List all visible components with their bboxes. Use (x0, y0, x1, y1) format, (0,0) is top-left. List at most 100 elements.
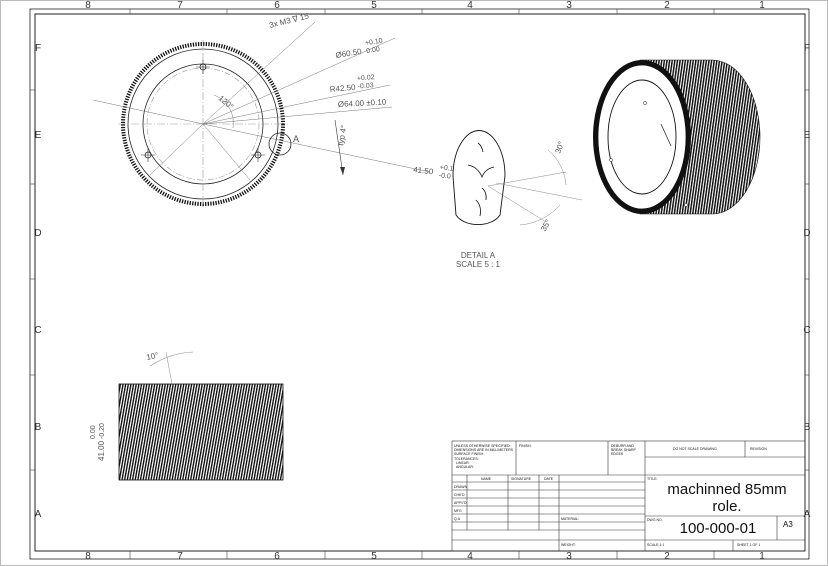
zone-col-4: 4 (467, 0, 473, 11)
row-mfg: MFG (454, 509, 462, 513)
detail-a-label: A (293, 134, 299, 144)
zone-column-labels-bottom: 8 7 6 5 4 3 2 1 (85, 551, 765, 562)
col-date: DATE (544, 477, 554, 481)
zone-col-5: 5 (371, 0, 377, 11)
deburr-line-3: EDGES (611, 452, 624, 457)
threaded-holes (141, 60, 265, 162)
iso-hole-1 (643, 101, 647, 105)
row-apprd: APPV'D (454, 501, 467, 505)
detail-a-teeth (467, 142, 495, 217)
zone-col-6-bottom: 6 (274, 551, 280, 562)
dim-d60-50-base: Ø60.50 (335, 47, 363, 60)
detail-a-title: DETAIL A (461, 251, 496, 260)
deburr-line-1: DEBURR AND (611, 444, 634, 448)
dim-d60-50: Ø60.50 +0.10 0.00 (335, 38, 384, 60)
zone-col-7-bottom: 7 (177, 551, 183, 562)
zone-row-labels-right: F E D C B A (803, 43, 810, 520)
detail-a-dimension-lines (487, 149, 583, 226)
detail-a-section (452, 130, 506, 226)
note-unless: UNLESS OTHERWISE SPECIFIED: (454, 444, 511, 448)
dim-d64-00: Ø64.00 ±0.10 (338, 97, 387, 109)
detail-a-callout-circle (268, 132, 292, 156)
zone-row-e: E (35, 130, 42, 141)
note-tolerances: TOLERANCES: (454, 456, 479, 461)
zone-row-a: A (35, 509, 42, 520)
dim-41-00-lower: -0.20 (99, 423, 106, 439)
dim-41-00-base: 41.00 (97, 440, 106, 461)
dim-41-00-upper: 0.00 (90, 425, 97, 439)
zone-col-2-bottom: 2 (664, 551, 670, 562)
typ-arrowhead (340, 167, 345, 175)
drawing-title: machinned 85mm role. (667, 481, 787, 515)
angle-10-label: 10° (146, 351, 160, 362)
note-linear: LINEAR: (456, 460, 470, 465)
angle-30-label: 30° (553, 140, 566, 154)
dim-41-50-upper: +0.1 (439, 164, 454, 173)
zone-row-labels-left: F E D C B A (34, 43, 41, 520)
note-dims-mm: DIMENSIONS ARE IN MILLIMETERS (454, 448, 513, 453)
outer-border (29, 8, 810, 560)
inner-border (34, 13, 806, 552)
typ-4-label: typ 4° (336, 125, 348, 147)
row-drawn: DRAWN (454, 485, 468, 489)
typ-leader (334, 119, 344, 176)
zone-row-f-right: F (804, 43, 810, 54)
finish-label: FINISH: (519, 444, 532, 448)
detail-a-scale: SCALE 5 : 1 (456, 260, 501, 269)
angle-10-leader (165, 351, 173, 385)
dim-41-50-base: 41.50 (413, 165, 435, 176)
isometric-view (593, 59, 761, 215)
zone-col-2: 2 (664, 0, 670, 11)
zone-row-d: D (34, 228, 41, 239)
iso-bore-edge (660, 123, 672, 147)
scale-label: SCALE:1:1 (647, 543, 665, 547)
dim-41-00: 41.00 0.00 -0.20 (90, 423, 106, 461)
deburr-line-2: BREAK SHARP (611, 448, 636, 453)
dim-r42-50-base: R42.50 (329, 83, 356, 94)
dim-d60-50-lower: 0.00 (366, 46, 381, 55)
iso-hole-2 (609, 158, 613, 162)
zone-row-b-right: B (804, 422, 811, 433)
material-label: MATERIAL: (561, 517, 580, 521)
leader-lines (92, 21, 431, 181)
dim-d60-50-upper: +0.10 (365, 38, 384, 48)
general-notes: UNLESS OTHERWISE SPECIFIED: DIMENSIONS A… (454, 444, 514, 469)
iso-bore (607, 79, 677, 195)
zone-col-6: 6 (274, 0, 280, 11)
zone-row-d-right: D (803, 228, 810, 239)
detail-a-view: 41.50 +0.1 -0.0 30° 35° DETAIL A SCALE 5… (413, 130, 583, 269)
zone-ticks (30, 9, 809, 559)
zone-column-labels-top: 8 7 6 5 4 3 2 1 (85, 0, 765, 11)
revision-label: REVISION (750, 447, 767, 451)
zone-col-3-bottom: 3 (566, 551, 572, 562)
zone-col-8-bottom: 8 (85, 551, 91, 562)
dim-r42-50-upper: +0.02 (357, 74, 375, 83)
sheet-size: A3 (783, 520, 793, 529)
dim-41-50-lower: -0.0 (438, 172, 451, 180)
do-not-scale-label: DO NOT SCALE DRAWING (673, 447, 717, 451)
zone-row-b: B (35, 422, 42, 433)
zone-row-c-right: C (803, 325, 810, 336)
deburr-note: DEBURR AND BREAK SHARP EDGES (611, 444, 636, 457)
note-angular: ANGULAR: (456, 465, 474, 470)
col-signature: SIGNATURE (511, 477, 532, 481)
sheet-count: SHEET 1 OF 1 (737, 543, 761, 547)
title-block-grid (451, 440, 806, 552)
dim-41-50: 41.50 +0.1 -0.0 (413, 164, 454, 180)
row-qa: Q.A (454, 517, 461, 521)
zone-col-1-bottom: 1 (759, 551, 765, 562)
zone-row-f: F (35, 43, 41, 54)
weight-label: WEIGHT: (561, 543, 576, 547)
zone-col-4-bottom: 4 (467, 551, 473, 562)
zone-row-c: C (34, 325, 41, 336)
dwg-number: 100-000-01 (679, 520, 757, 537)
col-name: NAME (481, 477, 492, 481)
note-surface: SURFACE FINISH: (454, 452, 484, 457)
zone-col-3: 3 (566, 0, 572, 11)
zone-col-1: 1 (759, 0, 765, 11)
side-view: 10° 41.00 0.00 -0.20 (90, 351, 284, 481)
zone-col-5-bottom: 5 (371, 551, 377, 562)
title-label: TITLE: (647, 477, 658, 481)
zone-row-e-right: E (804, 130, 811, 141)
